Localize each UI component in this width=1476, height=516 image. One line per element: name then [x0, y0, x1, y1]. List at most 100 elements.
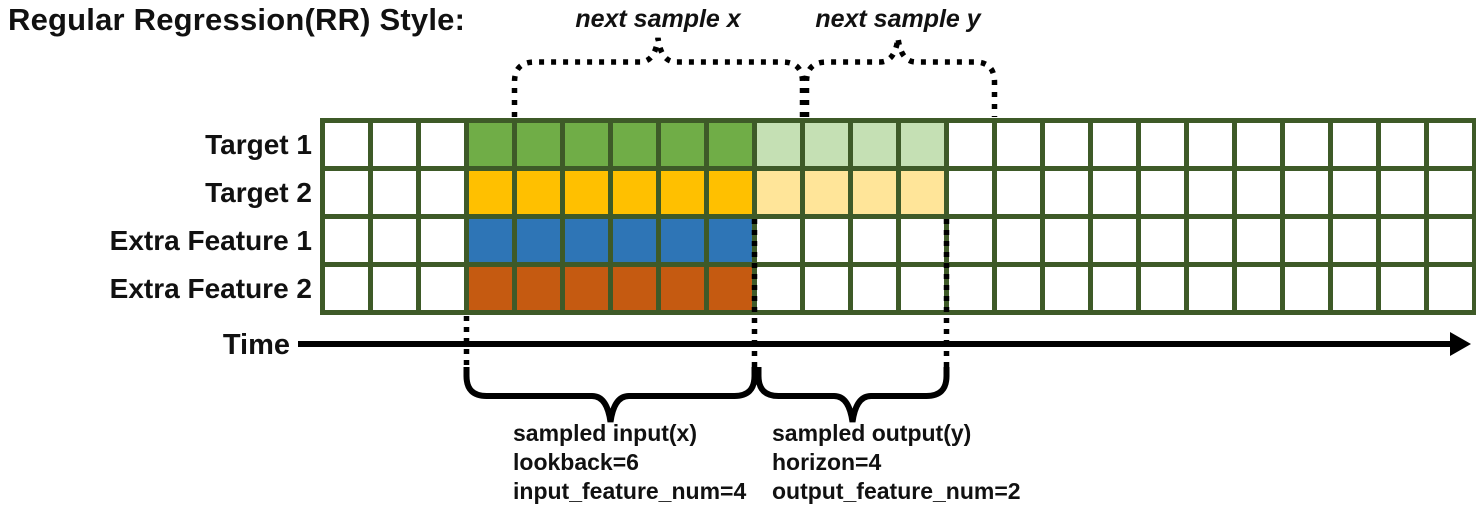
grid-cell	[1045, 219, 1088, 262]
grid-cell	[565, 123, 608, 166]
next-sample-x-brace	[511, 37, 806, 117]
grid-cell	[661, 219, 704, 262]
grid-cell	[1381, 267, 1424, 310]
sampled-input-caption: sampled input(x) lookback=6 input_featur…	[513, 419, 746, 506]
sampled-input-title: sampled input(x)	[513, 420, 698, 446]
grid-cell	[757, 123, 800, 166]
grid-cell	[997, 123, 1040, 166]
grid-cell	[757, 267, 800, 310]
grid-cell	[421, 219, 464, 262]
grid-cell	[325, 219, 368, 262]
grid-cell	[901, 123, 944, 166]
grid-cell	[325, 171, 368, 214]
grid-cell	[421, 171, 464, 214]
next-sample-y-label: next sample y	[815, 5, 981, 33]
grid-cell	[949, 171, 992, 214]
grid-cell	[325, 267, 368, 310]
grid-cell	[1093, 267, 1136, 310]
time-arrowhead-icon	[1450, 332, 1471, 356]
grid-cell	[613, 267, 656, 310]
grid-cell	[613, 171, 656, 214]
row-label-extra-feature-2: Extra Feature 2	[109, 273, 312, 304]
grid-cell	[661, 123, 704, 166]
sampled-output-caption: sampled output(y) horizon=4 output_featu…	[772, 419, 1021, 506]
grid-cell	[1285, 219, 1328, 262]
output-feature-num-value: output_feature_num=2	[772, 478, 1021, 504]
grid-cell	[805, 171, 848, 214]
grid-cell	[949, 219, 992, 262]
grid-cell	[373, 219, 416, 262]
sample-grid	[320, 118, 1476, 315]
horizon-value: horizon=4	[772, 449, 882, 475]
grid-cell	[1141, 219, 1184, 262]
grid-cell	[949, 267, 992, 310]
grid-cell	[1045, 171, 1088, 214]
grid-cell	[517, 219, 560, 262]
grid-cell	[517, 267, 560, 310]
grid-cell	[1189, 267, 1232, 310]
row-label-extra-feature-1: Extra Feature 1	[109, 225, 312, 256]
grid-cell	[1141, 267, 1184, 310]
grid-cell	[709, 171, 752, 214]
page-title: Regular Regression(RR) Style:	[8, 2, 466, 37]
grid-cell	[469, 171, 512, 214]
grid-cell	[853, 123, 896, 166]
input-feature-num-value: input_feature_num=4	[513, 478, 747, 504]
grid-cell	[661, 267, 704, 310]
grid-cell	[853, 219, 896, 262]
next-sample-x-label: next sample x	[575, 5, 741, 33]
grid-cell	[373, 267, 416, 310]
grid-cell	[901, 171, 944, 214]
grid-cell	[421, 123, 464, 166]
grid-cell	[1045, 267, 1088, 310]
grid-cell	[1093, 171, 1136, 214]
row-label-target-2: Target 2	[205, 177, 312, 208]
grid-cell	[997, 267, 1040, 310]
grid-cell	[1429, 219, 1472, 262]
grid-cell	[565, 219, 608, 262]
next-sample-y-brace	[803, 37, 998, 117]
grid-cell	[517, 171, 560, 214]
grid-cell	[997, 219, 1040, 262]
grid-cell	[373, 123, 416, 166]
grid-cell	[325, 123, 368, 166]
lookback-value: lookback=6	[513, 449, 639, 475]
grid-cell	[1381, 219, 1424, 262]
grid-cell	[1237, 219, 1280, 262]
grid-cell	[1189, 171, 1232, 214]
grid-cell	[469, 267, 512, 310]
grid-cell	[997, 171, 1040, 214]
grid-cell	[1237, 267, 1280, 310]
grid-cell	[853, 171, 896, 214]
grid-cell	[709, 123, 752, 166]
grid-cell	[1333, 219, 1376, 262]
grid-cell	[613, 123, 656, 166]
grid-cell	[1285, 171, 1328, 214]
grid-cell	[613, 219, 656, 262]
grid-cell	[661, 171, 704, 214]
grid-cell	[1333, 267, 1376, 310]
grid-cell	[565, 267, 608, 310]
grid-cell	[469, 219, 512, 262]
grid-cell	[1333, 123, 1376, 166]
grid-cell	[1189, 123, 1232, 166]
grid-cell	[1093, 219, 1136, 262]
grid-cell	[1237, 123, 1280, 166]
grid-cell	[469, 123, 512, 166]
grid-cell	[1189, 219, 1232, 262]
grid-cell	[901, 219, 944, 262]
grid-cell	[709, 267, 752, 310]
grid-cell	[1429, 267, 1472, 310]
time-axis-label: Time	[222, 329, 290, 361]
row-label-target-1: Target 1	[205, 129, 312, 160]
grid-cell	[901, 267, 944, 310]
grid-cell	[757, 171, 800, 214]
grid-cell	[1045, 123, 1088, 166]
grid-cell	[1429, 171, 1472, 214]
grid-cell	[853, 267, 896, 310]
sampled-input-brace	[463, 367, 758, 423]
grid-cell	[1429, 123, 1472, 166]
grid-cell	[1093, 123, 1136, 166]
grid-cell	[1381, 123, 1424, 166]
